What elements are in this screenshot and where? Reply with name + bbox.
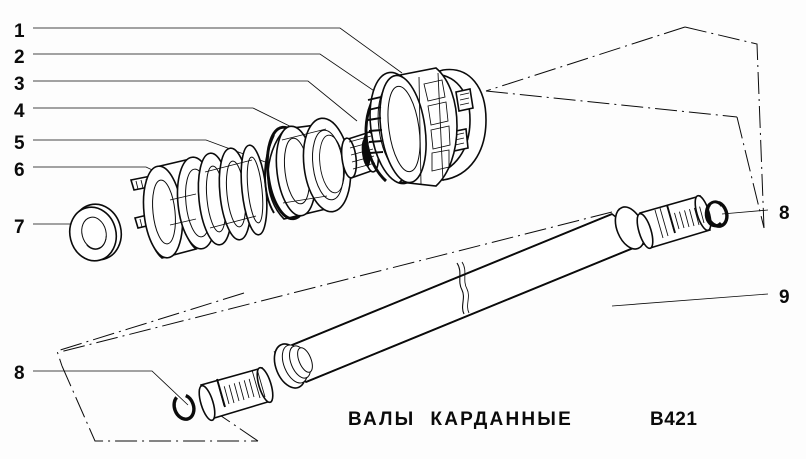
part-seal-ring: [197, 144, 268, 246]
callout-number-3: 3: [14, 74, 25, 95]
part-coupling-flange-yoke: [364, 67, 487, 187]
callout-number-8-left: 8: [14, 363, 25, 384]
center-axis-lower: [59, 211, 613, 353]
yoke-spline-windows: [418, 72, 451, 185]
part-snap-ring-left: [172, 393, 196, 421]
group-boundary-lower: [56, 292, 259, 442]
callout-number-4: 4: [14, 101, 25, 122]
group-boundary-upper: [485, 26, 765, 229]
plate-title: ВАЛЫ КАРДАННЫЕ: [348, 409, 573, 430]
part-propeller-shaft-tube: [172, 194, 729, 422]
part-rubber-boot: [264, 117, 352, 221]
shaft-stub-left: [198, 366, 274, 422]
callout-number-5: 5: [14, 133, 25, 154]
part-snap-ring-right: [704, 200, 729, 228]
plate-code-label: В421: [650, 409, 698, 430]
callout-number-1: 1: [14, 21, 25, 42]
callout-number-7: 7: [14, 217, 25, 238]
callout-number-6: 6: [14, 160, 25, 181]
callout-number-2: 2: [14, 47, 25, 68]
part-thrust-washer: [68, 203, 123, 262]
callout-number-8-right: 8: [779, 203, 790, 224]
shaft-stub-right: [636, 194, 712, 250]
callout-number-9: 9: [779, 287, 790, 308]
